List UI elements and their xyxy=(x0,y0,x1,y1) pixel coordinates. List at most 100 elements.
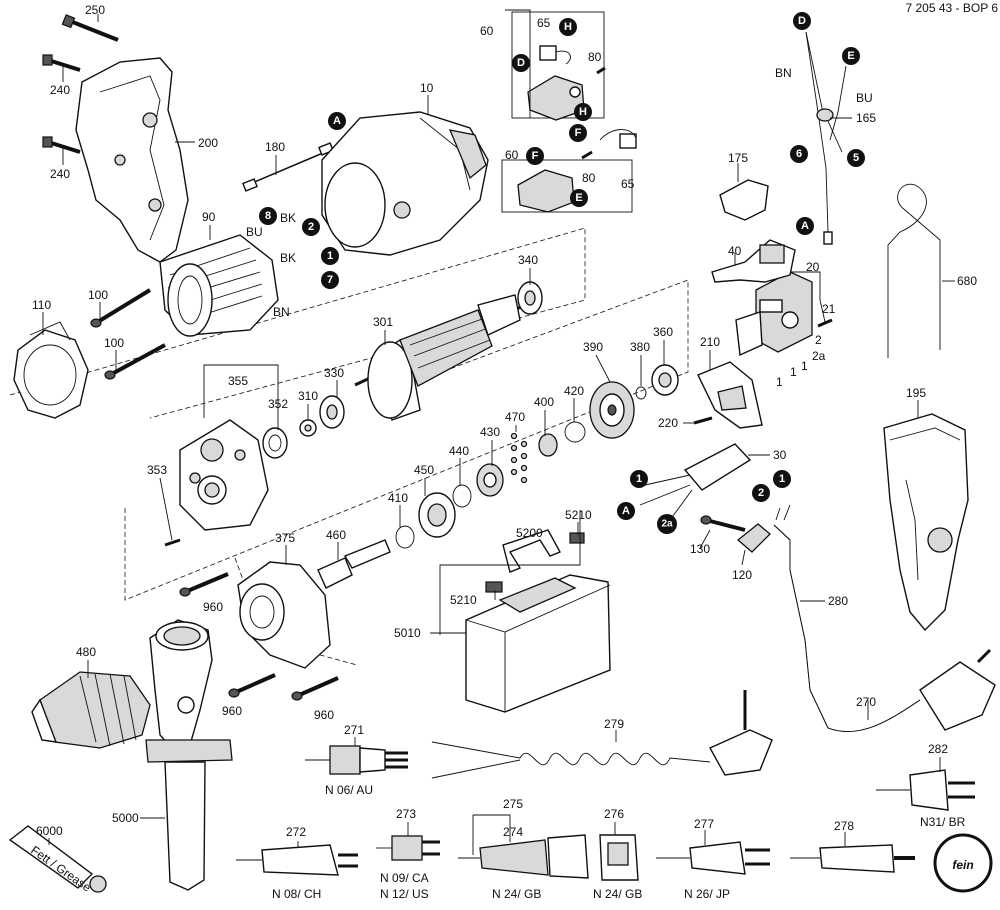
wire-hook-680 xyxy=(887,183,941,358)
region-282: N31/ BR xyxy=(920,815,966,829)
label-301: 301 xyxy=(373,315,393,329)
label-680: 680 xyxy=(957,274,977,288)
armature-301 xyxy=(354,294,526,421)
leader-lines xyxy=(42,14,955,848)
bracket-20 xyxy=(790,271,821,300)
callout-8: 8 xyxy=(259,207,277,225)
bracket-5010 xyxy=(439,510,581,635)
plug-282 xyxy=(876,769,975,811)
bearing-360 xyxy=(651,364,679,396)
label-5210-a: 5210 xyxy=(450,593,477,607)
switch-20 xyxy=(735,271,833,357)
motor-housing-10 xyxy=(321,111,489,256)
svg-text:fein: fein xyxy=(952,858,973,872)
svg-text:2: 2 xyxy=(758,487,764,499)
label-65-top: 65 xyxy=(537,16,551,30)
bracket-60-top xyxy=(505,9,531,118)
plug-274 xyxy=(458,834,589,879)
label-210: 210 xyxy=(700,335,720,349)
region-271: N 06/ AU xyxy=(325,783,373,797)
mains-plug-270 xyxy=(827,648,996,733)
carrying-case-5010 xyxy=(465,529,611,713)
callout-7: 7 xyxy=(321,271,339,289)
label-355: 355 xyxy=(228,374,248,388)
label-440: 440 xyxy=(449,444,469,458)
wire-bk-mid: BK xyxy=(280,251,296,265)
cable-clamp-120 xyxy=(736,523,771,553)
label-273: 273 xyxy=(396,807,416,821)
label-430: 430 xyxy=(480,425,500,439)
callout-F-1: F xyxy=(569,124,587,142)
label-60-bottom: 60 xyxy=(505,148,519,162)
label-277: 277 xyxy=(694,817,714,831)
label-80-top: 80 xyxy=(588,50,602,64)
plug-271 xyxy=(305,745,408,775)
label-310: 310 xyxy=(298,389,318,403)
label-240-top: 240 xyxy=(50,83,70,97)
wire-bk-top: BK xyxy=(280,211,296,225)
svg-text:H: H xyxy=(579,106,587,118)
label-5000: 5000 xyxy=(112,811,139,825)
callout-2-cable: 2 xyxy=(752,484,770,502)
label-340: 340 xyxy=(518,253,538,267)
plug-272 xyxy=(236,844,358,876)
region-272: N 08/ CH xyxy=(272,887,321,901)
label-30: 30 xyxy=(773,448,787,462)
screw-240-top xyxy=(42,54,81,72)
label-180: 180 xyxy=(265,140,285,154)
label-20: 20 xyxy=(806,260,820,274)
label-960-a: 960 xyxy=(203,600,223,614)
bracket-275 xyxy=(472,814,511,855)
connector-wire-180 xyxy=(242,142,334,192)
ring-352 xyxy=(262,427,288,459)
wire-bu-motor: BU xyxy=(246,225,263,239)
plug-region-codes: N 06/ AU N 08/ CH N 09/ CA N 12/ US N 24… xyxy=(272,783,966,901)
region-276: N 24/ GB xyxy=(593,887,642,901)
housing-half-200 xyxy=(75,57,189,263)
bracket-355 xyxy=(203,364,279,418)
pin-353 xyxy=(164,538,181,547)
screw-250 xyxy=(61,14,119,42)
callout-F-2: F xyxy=(526,147,544,165)
drill-chuck-480 xyxy=(31,671,151,749)
ball-set-470 xyxy=(510,432,528,484)
wire-bu-switch: BU xyxy=(856,91,873,105)
bearing-plate-355 xyxy=(179,419,269,531)
callout-2-motor: 2 xyxy=(302,218,320,236)
label-282: 282 xyxy=(928,742,948,756)
switch-cable-165 xyxy=(805,31,847,245)
bearing-340 xyxy=(517,281,543,315)
svg-text:D: D xyxy=(798,15,806,27)
svg-text:A: A xyxy=(622,505,630,517)
gear-420 xyxy=(564,421,586,443)
label-100-lower: 100 xyxy=(104,336,124,350)
plug-278 xyxy=(790,844,915,873)
trigger-210 xyxy=(697,361,763,429)
callout-H-1: H xyxy=(559,18,577,36)
region-273-b: N 12/ US xyxy=(380,887,429,901)
label-410: 410 xyxy=(388,491,408,505)
label-450: 450 xyxy=(414,463,434,477)
capacitor-30 xyxy=(639,443,752,521)
svg-text:1: 1 xyxy=(327,250,333,262)
label-65-bottom: 65 xyxy=(621,177,635,191)
label-6000: 6000 xyxy=(36,824,63,838)
coiled-cable-279 xyxy=(431,690,773,779)
label-960-c: 960 xyxy=(314,708,334,722)
callout-1-motor: 1 xyxy=(321,247,339,265)
label-460: 460 xyxy=(326,528,346,542)
label-110: 110 xyxy=(32,298,51,312)
label-5200: 5200 xyxy=(516,526,543,540)
label-240-bottom: 240 xyxy=(50,167,70,181)
plug-277 xyxy=(656,841,770,875)
gear-430 xyxy=(476,463,504,497)
label-420: 420 xyxy=(564,384,584,398)
callout-5: 5 xyxy=(847,149,865,167)
screw-100-upper xyxy=(90,288,152,328)
label-380: 380 xyxy=(630,340,650,354)
callout-D-1: D xyxy=(512,54,530,72)
label-60-top: 60 xyxy=(480,24,494,38)
label-470: 470 xyxy=(505,410,525,424)
svg-text:8: 8 xyxy=(265,210,271,222)
